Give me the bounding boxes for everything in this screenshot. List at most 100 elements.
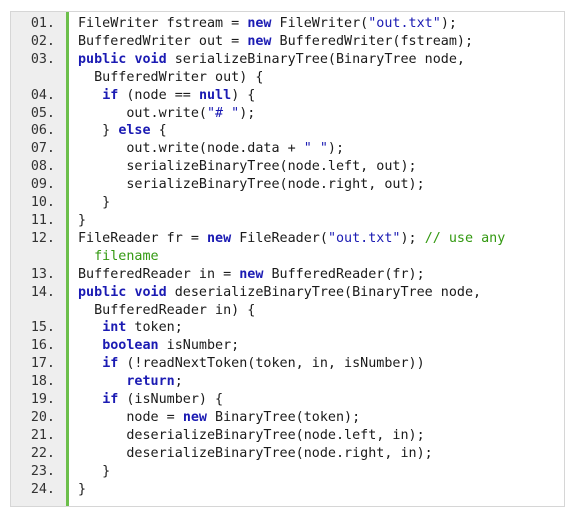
code-line-text: FileWriter fstream = new FileWriter("out… xyxy=(69,15,564,33)
code-token: ); xyxy=(400,230,425,246)
line-number-gutter xyxy=(11,12,69,506)
code-token: (!readNextToken(token, in, isNumber)) xyxy=(118,356,425,372)
line-number: 16. xyxy=(30,338,55,354)
code-line-text: BufferedReader in = new BufferedReader(f… xyxy=(69,266,564,284)
line-number: 13. xyxy=(30,266,55,282)
code-line-text: out.write(node.data + " "); xyxy=(69,140,564,158)
code-token: token; xyxy=(126,320,183,336)
line-number: 06. xyxy=(30,123,55,139)
code-line-text: serializeBinaryTree(node.left, out); xyxy=(69,158,564,176)
line-number: 18. xyxy=(30,374,55,390)
code-token: out.write( xyxy=(78,105,207,121)
code-token: deserializeBinaryTree(node.right, in); xyxy=(78,445,433,461)
code-token: (isNumber) { xyxy=(118,392,224,408)
code-line-text: filename xyxy=(69,248,564,266)
code-line-text: serializeBinaryTree(node.right, out); xyxy=(69,176,564,194)
code-line: filename xyxy=(11,248,564,266)
code-line: 05. out.write("# "); xyxy=(11,105,564,123)
keyword-token: new xyxy=(182,409,207,425)
code-line: 09. serializeBinaryTree(node.right, out)… xyxy=(11,176,564,194)
code-line: 08. serializeBinaryTree(node.left, out); xyxy=(11,158,564,176)
comment-token: // use any xyxy=(424,230,506,246)
code-token: ; xyxy=(174,374,183,390)
line-number: 14. xyxy=(30,284,55,300)
code-line-text: BufferedWriter out = new BufferedWriter(… xyxy=(69,33,564,51)
code-token xyxy=(78,392,102,407)
code-line: 19. if (isNumber) { xyxy=(11,391,564,409)
line-number: 07. xyxy=(30,141,55,157)
code-line-text: deserializeBinaryTree(node.right, in); xyxy=(69,445,564,463)
code-token: out.write(node.data + xyxy=(78,141,304,157)
line-number: 03. xyxy=(30,51,55,67)
code-line-text: } xyxy=(69,463,564,481)
code-token: serializeBinaryTree(node.right, out); xyxy=(78,177,425,193)
code-token: BufferedReader in = xyxy=(78,266,240,282)
code-line-text: deserializeBinaryTree(node.left, in); xyxy=(69,427,564,445)
code-token: { xyxy=(150,123,167,139)
code-token xyxy=(78,356,102,371)
code-token: } xyxy=(78,123,119,139)
code-line: 01. FileWriter fstream = new FileWriter("… xyxy=(11,15,564,33)
code-token xyxy=(78,374,126,389)
code-token: FileReader fr = xyxy=(78,230,207,246)
code-line-text: boolean isNumber; xyxy=(69,337,564,355)
line-number xyxy=(11,69,69,87)
string-token: " " xyxy=(303,141,328,157)
code-line-text: out.write("# "); xyxy=(69,105,564,123)
code-line: 02. BufferedWriter out = new BufferedWrit… xyxy=(11,33,564,51)
code-line-text: BufferedWriter out) { xyxy=(69,69,564,87)
code-line-text: } xyxy=(69,212,564,230)
code-line: 11.} xyxy=(11,212,564,230)
code-line: 10. } xyxy=(11,194,564,212)
code-token: FileReader( xyxy=(231,230,328,246)
code-token: ); xyxy=(239,105,256,121)
line-number: 02. xyxy=(30,33,55,49)
code-token: BufferedWriter(fstream); xyxy=(271,33,474,49)
code-token: BinaryTree(token); xyxy=(207,409,361,425)
code-line-text: if (isNumber) { xyxy=(69,391,564,409)
code-token: BufferedWriter out = xyxy=(78,33,248,49)
code-token: BufferedWriter out) { xyxy=(78,69,264,85)
code-token: ); xyxy=(440,16,457,31)
line-number: 12. xyxy=(30,230,55,246)
line-number: 21. xyxy=(30,427,55,443)
code-listing-panel: 01. FileWriter fstream = new FileWriter("… xyxy=(10,11,565,507)
line-number: 20. xyxy=(30,409,55,425)
line-number xyxy=(11,302,69,320)
keyword-token: new xyxy=(239,266,264,282)
code-line: 24.} xyxy=(11,481,564,499)
code-line: 22. deserializeBinaryTree(node.right, in… xyxy=(11,445,564,463)
keyword-token: int xyxy=(102,320,127,336)
code-token: ) { xyxy=(231,87,256,103)
keyword-token: new xyxy=(247,33,272,49)
code-line: 21. deserializeBinaryTree(node.left, in)… xyxy=(11,427,564,445)
line-number: 22. xyxy=(30,445,55,461)
code-line: 20. node = new BinaryTree(token); xyxy=(11,409,564,427)
keyword-token: public xyxy=(78,284,127,300)
code-token xyxy=(78,338,102,353)
keyword-token: null xyxy=(198,87,232,103)
line-number: 23. xyxy=(30,463,55,479)
code-token: } xyxy=(78,463,111,479)
string-token: "out.txt" xyxy=(327,230,401,246)
line-number: 10. xyxy=(30,195,55,211)
code-line: 13. BufferedReader in = new BufferedReade… xyxy=(11,266,564,284)
code-line: 18. return; xyxy=(11,373,564,391)
code-line-text: public void deserializeBinaryTree(Binary… xyxy=(69,284,564,302)
code-line-text: BufferedReader in) { xyxy=(69,302,564,320)
keyword-token: if xyxy=(102,356,119,372)
code-token: BufferedReader in) { xyxy=(78,302,256,318)
line-number: 05. xyxy=(30,105,55,121)
line-number: 01. xyxy=(30,16,55,31)
code-token: FileWriter fstream = xyxy=(78,16,248,31)
code-line-text: int token; xyxy=(69,319,564,337)
code-line-text: } else { xyxy=(69,122,564,140)
keyword-token: else xyxy=(118,123,151,139)
line-number: 24. xyxy=(30,481,55,497)
code-line: 03.public void serializeBinaryTree(Binar… xyxy=(11,51,564,69)
code-token: deserializeBinaryTree(BinaryTree node, xyxy=(166,284,482,300)
code-token: isNumber; xyxy=(158,338,240,354)
code-token: deserializeBinaryTree(node.left, in); xyxy=(78,427,425,443)
code-line: 15. int token; xyxy=(11,319,564,337)
string-token: "out.txt" xyxy=(368,16,441,31)
